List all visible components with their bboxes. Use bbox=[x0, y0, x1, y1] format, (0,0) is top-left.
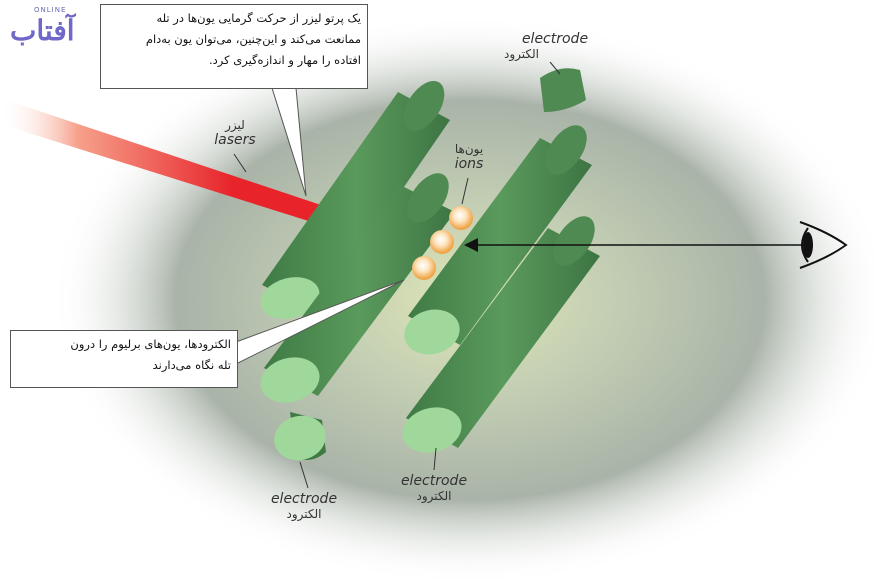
logo-mark: آفتاب bbox=[10, 14, 75, 47]
electrode-top-label: electrode الکترود bbox=[500, 32, 610, 62]
laser-label-en: lasers bbox=[214, 132, 256, 148]
ion bbox=[430, 230, 454, 254]
leader-electrode-bottom-mid bbox=[433, 447, 437, 471]
rod-end bbox=[260, 357, 320, 403]
callout-top: یک پرتو لیزر از حرکت گرمایی یون‌ها در تل… bbox=[100, 4, 368, 89]
rod-end bbox=[404, 309, 460, 355]
laser-beam bbox=[0, 98, 390, 246]
callout-top-line: ممانعت می‌کند و این‌چنین، می‌توان یون به… bbox=[145, 32, 361, 46]
electrode-top-label-en: electrode bbox=[521, 31, 589, 47]
electrode-bottom-left-label-fa: الکترود bbox=[286, 507, 322, 521]
ion bbox=[449, 206, 473, 230]
leader-laser-label bbox=[233, 153, 247, 173]
electrode-bottom-mid-label-en: electrode bbox=[400, 473, 468, 489]
laser-label: لیزر lasers bbox=[200, 118, 270, 148]
callout-bottom-line: الکترودها، یون‌های برلیوم را درون bbox=[70, 337, 231, 351]
callout-bottom-line: تله نگاه می‌دارند bbox=[152, 358, 231, 372]
leader-electrode-bottom-left bbox=[299, 461, 309, 489]
endcap-electrode-top bbox=[540, 68, 586, 112]
ion bbox=[412, 256, 436, 280]
rod-front-left bbox=[260, 173, 455, 403]
leader-electrode-top bbox=[549, 61, 561, 75]
site-logo: ONLINE آفتاب bbox=[6, 6, 116, 50]
ions-label-en: ions bbox=[454, 156, 484, 172]
leader-ions-label bbox=[461, 177, 469, 205]
endcap-electrode-bottom bbox=[274, 412, 326, 461]
laser-label-fa: لیزر bbox=[225, 118, 245, 132]
electrode-bottom-mid-label-fa: الکترود bbox=[416, 489, 452, 503]
callout-top-line: افتاده را مهار و اندازه‌گیری کرد. bbox=[208, 53, 361, 67]
rod-front-right bbox=[402, 216, 600, 453]
rod-back-left bbox=[260, 80, 450, 319]
electrode-bottom-mid-label: electrode الکترود bbox=[382, 474, 486, 504]
arrow-left-icon bbox=[464, 238, 478, 252]
electrode-bottom-left-label-en: electrode bbox=[270, 491, 338, 507]
electrode-bottom-left-label: electrode الکترود bbox=[254, 492, 354, 522]
callout-bottom: الکترودها، یون‌های برلیوم را درون تله نگ… bbox=[10, 330, 238, 388]
callout-top-line: یک پرتو لیزر از حرکت گرمایی یون‌ها در تل… bbox=[156, 11, 361, 25]
ions-label: یون‌ها ions bbox=[434, 142, 504, 172]
rod-end bbox=[402, 407, 462, 453]
logo-tagline: ONLINE bbox=[34, 6, 67, 14]
rod-end bbox=[260, 277, 320, 319]
ions-label-fa: یون‌ها bbox=[454, 142, 484, 156]
electrode-top-label-fa: الکترود bbox=[504, 47, 539, 61]
eye-icon bbox=[799, 221, 848, 269]
rod-back-right bbox=[404, 125, 592, 355]
rod-end bbox=[274, 415, 326, 461]
